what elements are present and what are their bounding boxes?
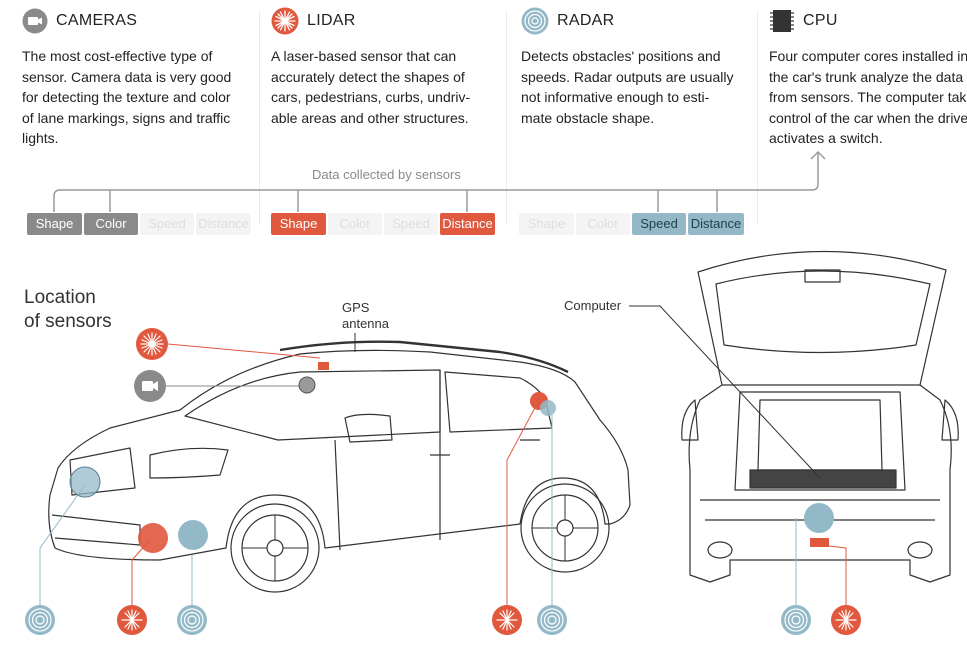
column-header: CPU	[769, 8, 967, 34]
column-description: The most cost-effective type of sensor. …	[22, 48, 232, 146]
tag-cameras-shape: Shape	[27, 213, 82, 235]
data-flow-line	[53, 150, 826, 212]
grille-radar-marker	[69, 466, 101, 498]
sensor-column-lidar: LIDAR A laser-based sensor that can accu…	[271, 7, 503, 128]
radar-rings-icon	[521, 7, 549, 35]
column-title: CPU	[803, 12, 838, 29]
tag-lidar-shape: Shape	[271, 213, 326, 235]
sensor-column-cpu: CPU Four computer cores installed in the…	[769, 8, 967, 149]
column-divider	[259, 10, 260, 225]
tag-cameras-speed: Speed	[140, 213, 194, 235]
column-header: RADAR	[521, 7, 753, 35]
sensor-markers	[69, 362, 834, 553]
sensor-column-cameras: CAMERAS The most cost-effective type of …	[22, 8, 254, 149]
column-title: LIDAR	[307, 12, 356, 29]
bottom-lidar-icon	[492, 605, 522, 635]
tag-radar-color: Color	[576, 213, 630, 235]
rear-lidar-marker	[810, 538, 829, 547]
rear-side-radar-marker	[540, 400, 556, 416]
tag-radar-shape: Shape	[519, 213, 574, 235]
column-divider	[757, 10, 758, 225]
column-description: Four computer cores installed in the car…	[769, 48, 967, 146]
bumper-radar-marker	[178, 520, 208, 550]
camera-callout-icon	[134, 370, 166, 402]
bottom-radar-icon	[537, 605, 567, 635]
bottom-radar-icon	[177, 605, 207, 635]
tag-cameras-color: Color	[84, 213, 138, 235]
sensor-leader-lines	[39, 305, 847, 605]
column-description: A laser-based sensor that can accurately…	[271, 48, 471, 126]
tag-lidar-distance: Distance	[440, 213, 495, 235]
column-description: Detects obstacles' positions and speeds.…	[521, 48, 734, 126]
bumper-lidar-marker	[138, 523, 168, 553]
column-header: LIDAR	[271, 7, 503, 35]
bottom-radar-icon	[25, 605, 55, 635]
bottom-lidar-icon	[831, 605, 861, 635]
tag-radar-distance: Distance	[688, 213, 744, 235]
column-divider	[506, 10, 507, 225]
rear-bumper-radar-marker	[804, 503, 834, 533]
lidar-callout-icon	[136, 328, 168, 360]
location-title: Location of sensors	[24, 287, 112, 332]
computer-label: Computer	[564, 298, 622, 313]
bottom-lidar-icon	[117, 605, 147, 635]
flow-label: Data collected by sensors	[310, 167, 463, 182]
roof-lidar-marker	[318, 362, 329, 370]
bottom-radar-icon	[781, 605, 811, 635]
lidar-burst-icon	[271, 7, 299, 35]
column-header: CAMERAS	[22, 8, 254, 34]
camera-icon	[22, 8, 48, 34]
column-title: RADAR	[557, 12, 615, 29]
windshield-camera-marker	[298, 376, 316, 394]
tag-lidar-color: Color	[328, 213, 382, 235]
tag-cameras-distance: Distance	[196, 213, 251, 235]
sensor-column-radar: RADAR Detects obstacles' positions and s…	[521, 7, 753, 128]
tag-radar-speed: Speed	[632, 213, 686, 235]
column-title: CAMERAS	[56, 12, 138, 29]
gps-antenna-label: GPS antenna	[342, 300, 389, 331]
rear-view-car	[681, 250, 959, 583]
cpu-chip-icon	[770, 10, 794, 32]
tag-lidar-speed: Speed	[384, 213, 438, 235]
